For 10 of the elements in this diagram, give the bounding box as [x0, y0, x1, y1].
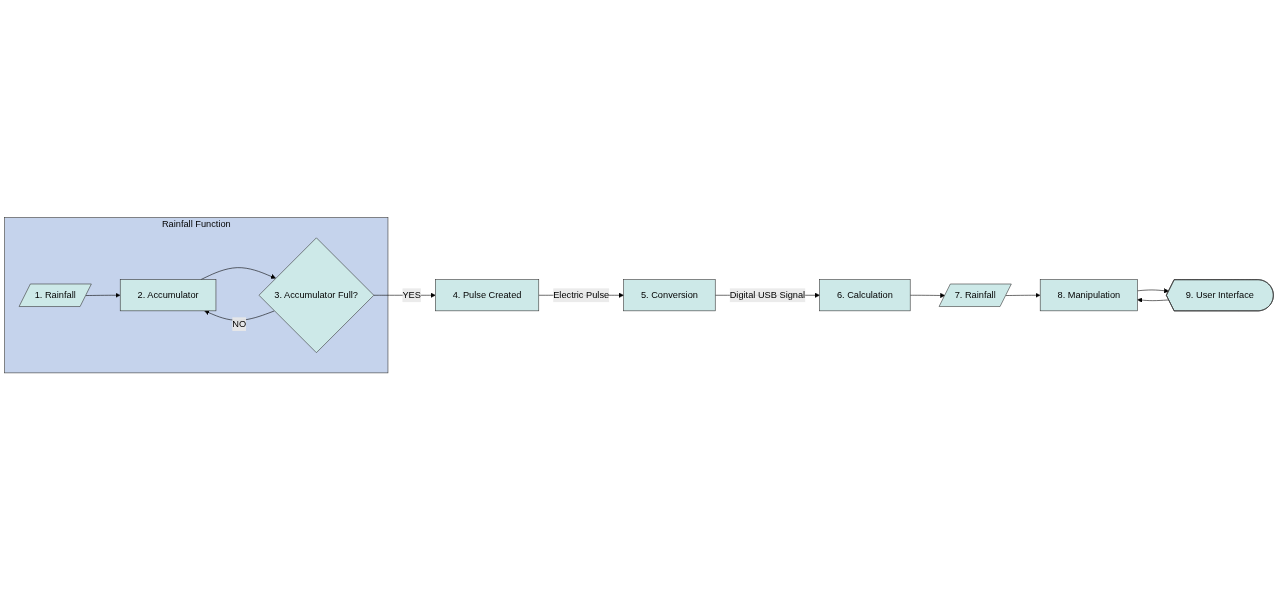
edge-label: NO	[232, 318, 247, 329]
edge-label: YES	[402, 289, 421, 300]
edge-label: Electric Pulse	[553, 289, 610, 300]
node-box: 5. Conversion	[623, 279, 716, 311]
node-diamond: 3. Accumulator Full?	[258, 237, 375, 353]
node-box: 6. Calculation	[819, 279, 911, 311]
node-box: 8. Manipulation	[1039, 279, 1138, 311]
edge-label: Digital USB Signal	[729, 289, 806, 300]
node-box: 2. Accumulator	[119, 279, 217, 311]
node-box: 4. Pulse Created	[435, 279, 540, 311]
